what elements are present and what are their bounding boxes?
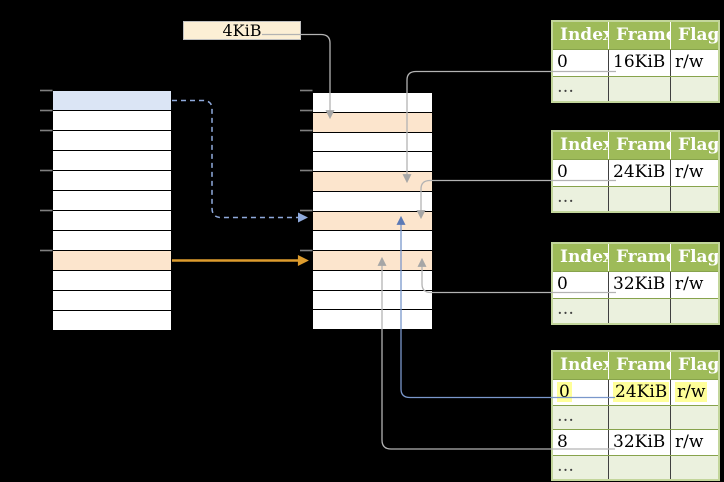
page-table-row: 8 32KiB r/w [553, 429, 718, 455]
header-cell-frame: Frame [609, 132, 670, 159]
cell-empty [609, 187, 670, 211]
memory-row [53, 191, 171, 211]
cell-ellipsis: … [553, 77, 608, 101]
page-table-ellipsis-row: … [553, 455, 718, 479]
cell-index: 0 [553, 50, 608, 76]
page-table-1: Index Frame Flags 0 16KiB r/w … [551, 20, 720, 103]
memory-row-orange [313, 172, 432, 192]
memory-row [53, 131, 171, 151]
memory-row-orange [313, 211, 432, 232]
memory-row-orange [313, 112, 432, 133]
page-table-header: Index Frame Flags [553, 132, 718, 159]
memory-row [313, 310, 432, 329]
cell-frame: 16KiB [609, 50, 670, 76]
memory-row [53, 151, 171, 171]
header-cell-flags: Flags [671, 132, 718, 159]
memory-row [53, 231, 171, 251]
memory-row [313, 231, 432, 251]
cell-empty [671, 77, 718, 101]
cell-frame: 32KiB [609, 430, 670, 455]
cell-flags: r/w [671, 272, 718, 298]
page-table-row: 0 16KiB r/w [553, 49, 718, 76]
memory-row [313, 290, 432, 311]
header-cell-frame: Frame [609, 22, 670, 49]
memory-row-blue [53, 91, 171, 111]
page-table-header: Index Frame Flags [553, 244, 718, 271]
memory-row [53, 291, 171, 311]
page-table-ellipsis-row: … [553, 405, 718, 429]
page-table-3: Index Frame Flags 0 32KiB r/w … [551, 242, 720, 325]
header-cell-index: Index [553, 244, 608, 271]
cell-empty [671, 187, 718, 211]
cell-empty [609, 456, 670, 479]
header-cell-flags: Flags [671, 352, 718, 379]
cell-ellipsis: … [553, 187, 608, 211]
cell-empty [609, 406, 670, 429]
page-table-2: Index Frame Flags 0 24KiB r/w … [551, 130, 720, 213]
physical-address-ticks [300, 89, 313, 252]
page-table-header: Index Frame Flags [553, 22, 718, 49]
page-table-header: Index Frame Flags [553, 352, 718, 379]
memory-row [53, 311, 171, 330]
page-table-row-highlighted: 0 24KiB r/w [553, 379, 718, 405]
memory-row [313, 93, 432, 113]
header-cell-frame: Frame [609, 244, 670, 271]
page-table-ellipsis-row: … [553, 76, 718, 101]
cell-index: 0 [553, 160, 608, 186]
virtual-to-physical-dashed-arrow [172, 99, 308, 223]
memory-row [313, 270, 432, 291]
page-table-row: 0 24KiB r/w [553, 159, 718, 186]
header-cell-index: Index [553, 352, 608, 379]
header-cell-frame: Frame [609, 352, 670, 379]
cell-empty [671, 299, 718, 323]
cell-empty [671, 406, 718, 429]
cell-flags: r/w [671, 430, 718, 455]
cell-frame: 24KiB [609, 160, 670, 186]
virtual-memory-column [52, 90, 172, 331]
cell-flags: r/w [671, 50, 718, 76]
memory-row-orange [313, 251, 432, 271]
cell-ellipsis: … [553, 456, 608, 479]
cell-frame: 32KiB [609, 272, 670, 298]
memory-row [53, 111, 171, 131]
cell-ellipsis: … [553, 299, 608, 323]
header-cell-flags: Flags [671, 22, 718, 49]
header-cell-index: Index [553, 22, 608, 49]
highlight-frame: 24KiB [613, 382, 670, 402]
page-table-row: 0 32KiB r/w [553, 271, 718, 298]
memory-row [53, 211, 171, 231]
physical-memory-column [312, 92, 433, 330]
cell-empty [609, 299, 670, 323]
memory-row [313, 132, 432, 153]
cell-flags: r/w [671, 380, 718, 405]
cell-index: 0 [553, 272, 608, 298]
cell-ellipsis: … [553, 406, 608, 429]
page-size-label-text: 4KiB [222, 21, 262, 40]
page-table-4: Index Frame Flags 0 24KiB r/w … 8 32KiB … [551, 350, 720, 481]
page-table-ellipsis-row: … [553, 298, 718, 323]
memory-row [53, 171, 171, 191]
memory-row [313, 191, 432, 212]
page-size-label: 4KiB [183, 21, 301, 40]
memory-row-orange [53, 251, 171, 271]
virtual-address-ticks [40, 89, 53, 252]
cell-empty [671, 456, 718, 479]
cell-empty [609, 77, 670, 101]
header-cell-index: Index [553, 132, 608, 159]
header-cell-flags: Flags [671, 244, 718, 271]
memory-row [53, 271, 171, 291]
highlight-index: 0 [557, 382, 572, 402]
cell-index: 8 [553, 430, 608, 455]
cell-flags: r/w [671, 160, 718, 186]
highlight-flags: r/w [675, 382, 708, 402]
cell-frame: 24KiB [609, 380, 670, 405]
memory-row [313, 152, 432, 172]
page-table-ellipsis-row: … [553, 186, 718, 211]
cell-index: 0 [553, 380, 608, 405]
